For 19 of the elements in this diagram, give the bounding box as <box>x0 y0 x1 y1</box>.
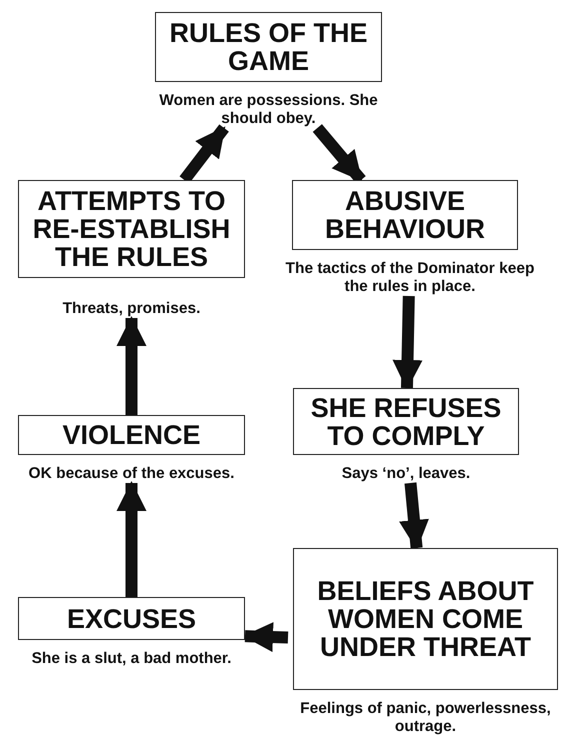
stage-box: BELIEFS ABOUT WOMEN COME UNDER THREAT <box>293 548 558 690</box>
stage-box: RULES OF THE GAME <box>155 12 382 82</box>
caption-text: OK because of the excuses. <box>28 465 236 483</box>
caption-text: She is a slut, a bad mother. <box>30 650 232 668</box>
arrow <box>243 622 288 652</box>
caption-text: Feelings of panic, powerlessness, outrage. <box>299 700 552 736</box>
caption-text: Says ‘no’, leaves. <box>340 465 472 483</box>
stage-box: EXCUSES <box>18 597 245 640</box>
arrow <box>116 316 146 415</box>
arrow <box>116 481 146 597</box>
caption-text: Women are possessions. She should obey. <box>158 92 379 128</box>
caption-text: The tactics of the Dominator keep the rules in place. <box>284 260 536 296</box>
arrow <box>399 482 429 550</box>
stage-box: SHE REFUSES TO COMPLY <box>293 388 519 455</box>
stage-box: VIOLENCE <box>18 415 245 455</box>
stage-box: ATTEMPTS TO RE-ESTABLISH THE RULES <box>18 180 245 278</box>
stage-box: ABUSIVE BEHAVIOUR <box>292 180 518 250</box>
arrow <box>392 296 423 390</box>
caption-text: Threats, promises. <box>62 300 202 318</box>
